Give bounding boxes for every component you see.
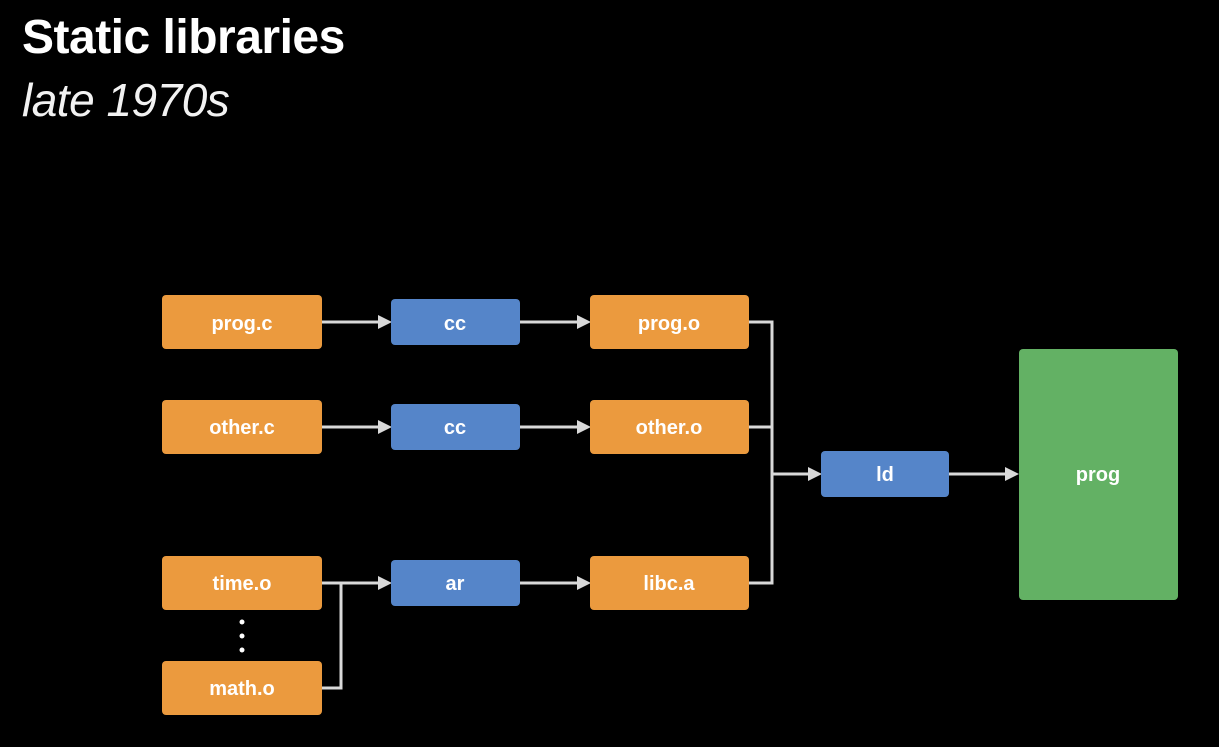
node-ld: ld bbox=[821, 451, 949, 497]
node-other-o: other.o bbox=[590, 400, 749, 454]
ellipsis-dot bbox=[239, 647, 245, 653]
node-prog-label: prog bbox=[1076, 464, 1120, 486]
arrowhead bbox=[577, 315, 591, 329]
node-ar: ar bbox=[391, 560, 520, 606]
slide-subtitle: late 1970s bbox=[22, 74, 230, 126]
node-prog-o-label: prog.o bbox=[638, 313, 700, 335]
node-time-o-label: time.o bbox=[213, 573, 272, 595]
node-ld-label: ld bbox=[876, 464, 894, 486]
edge-prog-o-to-bus bbox=[749, 320, 774, 585]
node-prog: prog bbox=[1019, 349, 1178, 600]
node-ar-label: ar bbox=[446, 573, 465, 595]
ellipsis-dot bbox=[239, 619, 245, 625]
ellipsis-dots bbox=[239, 619, 245, 653]
edges bbox=[322, 315, 1019, 690]
node-cc-2: cc bbox=[391, 404, 520, 450]
node-time-o: time.o bbox=[162, 556, 322, 610]
arrowhead bbox=[378, 315, 392, 329]
node-math-o: math.o bbox=[162, 661, 322, 715]
node-cc-2-label: cc bbox=[444, 417, 466, 439]
arrowhead bbox=[577, 576, 591, 590]
arrowhead bbox=[808, 467, 822, 481]
arrowhead bbox=[1005, 467, 1019, 481]
node-other-o-label: other.o bbox=[636, 417, 703, 439]
arrowhead bbox=[577, 420, 591, 434]
arrowhead bbox=[378, 420, 392, 434]
node-prog-o: prog.o bbox=[590, 295, 749, 349]
ellipsis-dot bbox=[239, 633, 245, 639]
node-cc-1: cc bbox=[391, 299, 520, 345]
edge-math-o-to-ar bbox=[322, 583, 343, 690]
node-prog-c: prog.c bbox=[162, 295, 322, 349]
node-math-o-label: math.o bbox=[209, 678, 275, 700]
node-other-c-label: other.c bbox=[209, 417, 275, 439]
node-cc-1-label: cc bbox=[444, 313, 466, 335]
node-libc-a: libc.a bbox=[590, 556, 749, 610]
node-libc-a-label: libc.a bbox=[643, 573, 695, 595]
node-prog-c-label: prog.c bbox=[211, 313, 272, 335]
arrowhead bbox=[378, 576, 392, 590]
slide-title: Static libraries bbox=[22, 11, 345, 64]
node-other-c: other.c bbox=[162, 400, 322, 454]
